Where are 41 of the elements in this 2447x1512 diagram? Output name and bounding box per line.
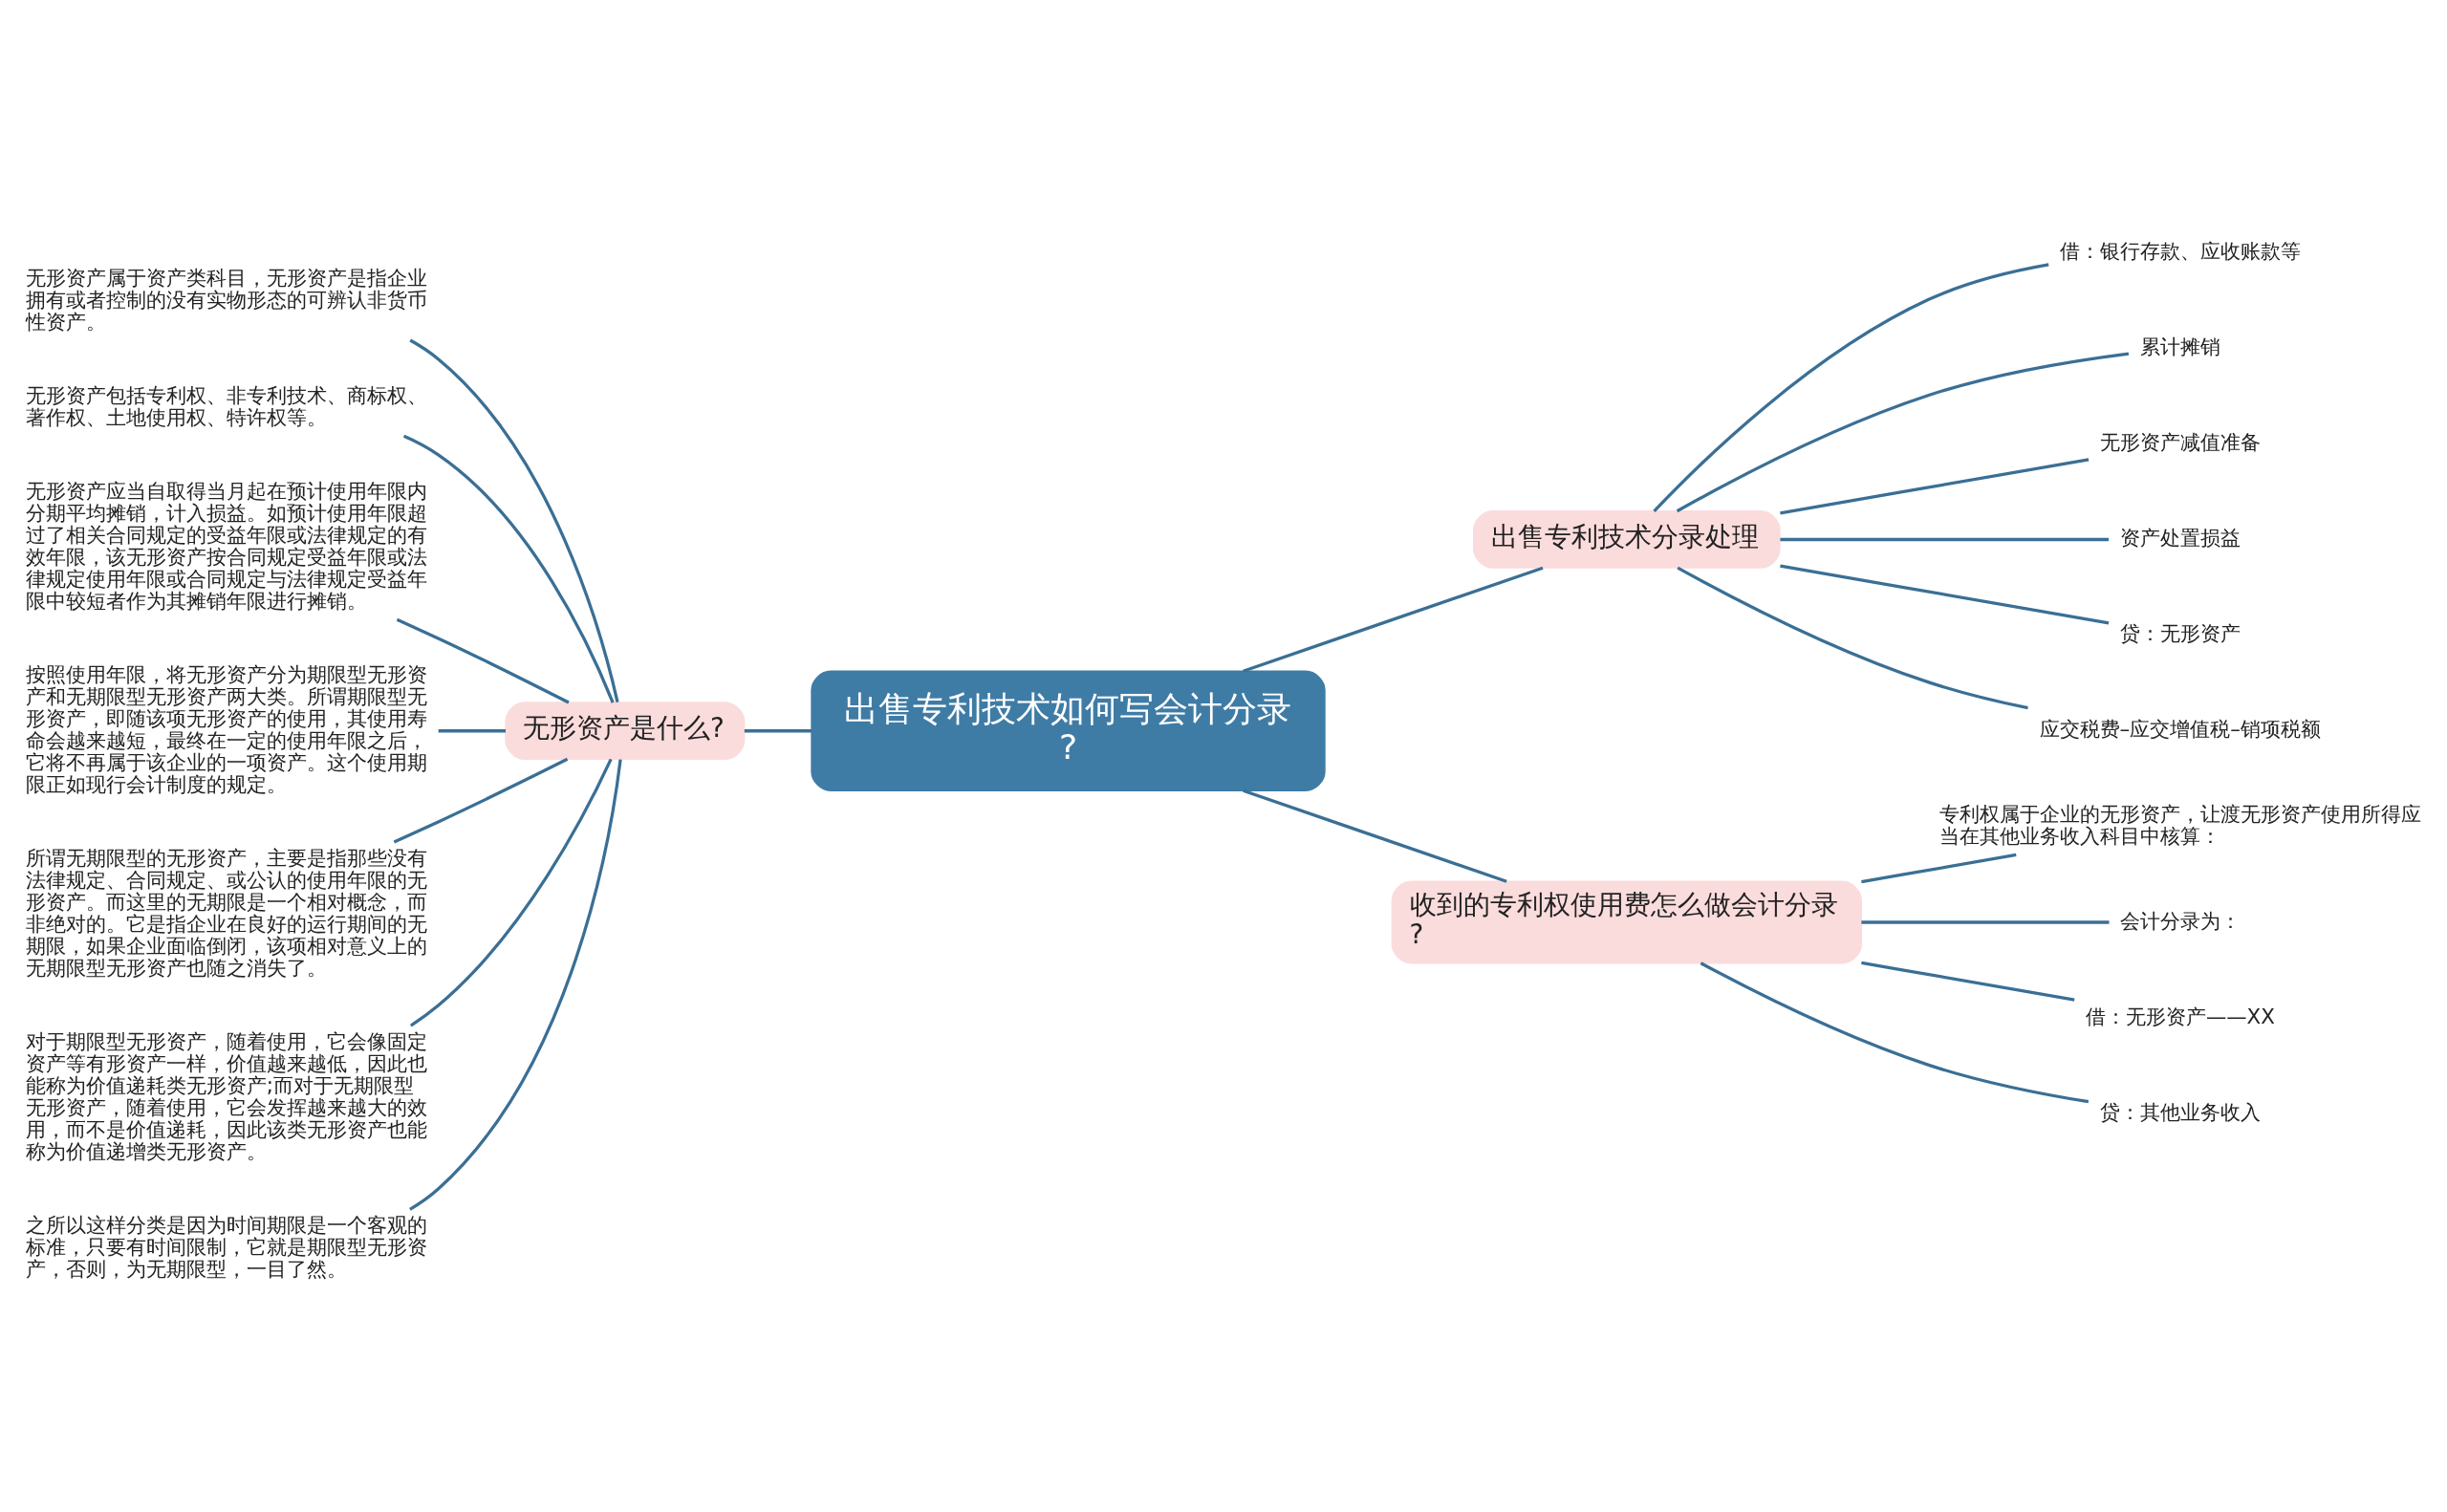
connector — [1780, 564, 2110, 625]
node-text: 贷：其他业务收入 — [2099, 1099, 2261, 1124]
node-text: 按照使用年限，将无形资产分为期限型无形资产和无期限型无形资产两大类。所谓期限型无形资产，即随该项无形资产的使用，其使用寿命会越来越短，最终在一定的使用年限之后，它将不再属于该企业的一项资产。这个使用期限正如现行会计制度的规定。 — [25, 661, 427, 796]
connector — [393, 757, 569, 844]
node-box: 出售专利技术分录处理 — [1473, 510, 1781, 569]
connector — [409, 338, 619, 703]
connector — [1677, 566, 2028, 710]
connector — [409, 758, 613, 1027]
node-text: 应交税费–应交增值税–销项税额 — [2039, 717, 2321, 742]
node-text: 所谓无期限型的无形资产，主要是指那些没有法律规定、合同规定、或公认的使用年限的无形资产。而这里的无期限是一个相对概念，而非绝对的。它是指企业在良好的运行期间的无期限，如果企业面临倒闭，该项相对意义上的无期限型无形资产也随之消失了。 — [25, 845, 427, 980]
node-text: 无形资产应当自取得当月起在预计使用年限内分期平均摊销，计入损益。如预计使用年限超过了相关合同规定的受益年限或法律规定的有效年限，该无形资产按合同规定受益年限或法律规定使用年限或合同规定与法律规定受益年限中较短者作为其摊销年限进行摊销。 — [25, 478, 427, 613]
connector — [1676, 352, 2130, 513]
node-text: 累计摊销 — [2139, 334, 2220, 358]
connector — [396, 617, 570, 704]
connector — [1653, 263, 2049, 513]
node-text: 无形资产减值准备 — [2099, 429, 2261, 454]
node-text: 借：无形资产——XX — [2085, 1004, 2275, 1028]
connector — [744, 729, 812, 733]
node-text: 无形资产包括专利权、非专利技术、商标权、著作权、土地使用权、特许权等。 — [25, 382, 427, 429]
node-box: 出售专利技术如何写会计分录? — [811, 670, 1326, 791]
node-text: 贷：无形资产 — [2120, 621, 2241, 646]
connector — [1861, 920, 2110, 924]
node-text: 借：银行存款、应收账款等 — [2059, 238, 2301, 263]
node-text: 资产处置损益 — [2120, 526, 2241, 551]
node-text: 无形资产属于资产类科目，无形资产是指企业拥有或者控制的没有实物形态的可辨认非货币性资产。 — [25, 265, 427, 334]
node-text: 之所以这样分类是因为时间期限是一个客观的标准，只要有时间限制，它就是期限型无形资产，否则，为无期限型，一目了然。 — [25, 1213, 427, 1281]
node-text: 专利权属于企业的无形资产，让渡无形资产使用所得应当在其他业务收入科目中核算： — [1939, 801, 2422, 848]
connector — [1861, 961, 2075, 1002]
node-box: 收到的专利权使用费怎么做会计分录? — [1391, 880, 1863, 964]
node-text: 会计分录为： — [2120, 908, 2241, 933]
node-text: 对于期限型无形资产，随着使用，它会像固定资产等有形资产一样，价值越来越低，因此也能称为价值递耗类无形资产;而对于无期限型无形资产，随着使用，它会发挥越来越大的效用，而不是价值递耗，因此该类无形资产也能称为价值递增类无形资产。 — [25, 1028, 427, 1163]
connector — [1861, 853, 2017, 884]
connector — [438, 729, 506, 733]
connector — [409, 759, 622, 1211]
connector — [1243, 566, 1544, 673]
connector — [1243, 788, 1507, 883]
connector — [402, 434, 615, 703]
connector — [1780, 458, 2090, 515]
node-box: 无形资产是什么? — [505, 702, 746, 761]
connector — [1780, 537, 2110, 542]
connector — [1700, 961, 2090, 1104]
